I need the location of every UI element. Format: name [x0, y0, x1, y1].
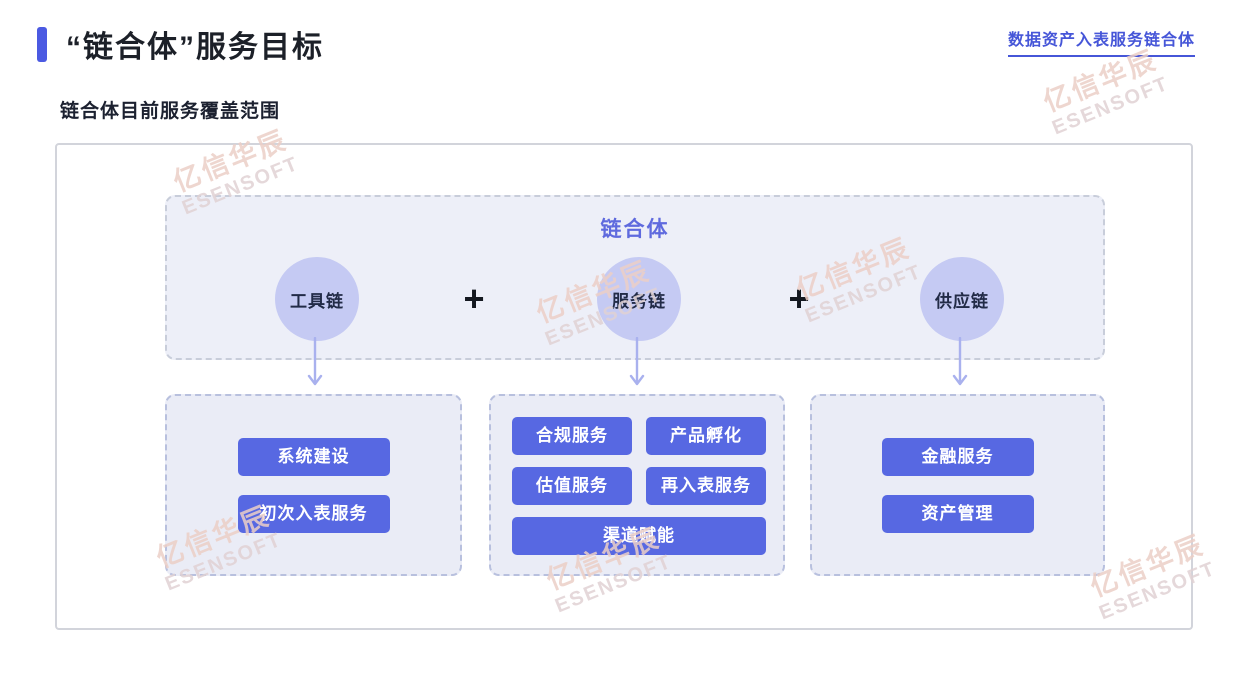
chain-circle-services-label: 服务链 [612, 291, 666, 311]
chain-group-title: 链合体 [600, 218, 670, 241]
arrow-down-icon [952, 337, 968, 386]
arrow-down-icon [629, 337, 645, 386]
service-chip: 渠道赋能 [512, 517, 766, 555]
arrow-down-icon [307, 337, 323, 386]
chain-circle-services: 服务链 [597, 257, 681, 341]
supply-chain-services-box: 金融服务 资产管理 [810, 394, 1105, 576]
section-subtitle: 链合体目前服务覆盖范围 [60, 101, 281, 122]
service-chip: 系统建设 [237, 437, 390, 476]
service-chip: 初次入表服务 [237, 494, 390, 533]
header-link[interactable]: 数据资产入表服务链合体 [1007, 26, 1195, 57]
page-title: “链合体”服务目标 [66, 31, 324, 64]
plus-sign: + [788, 278, 810, 319]
chain-circle-supply: 供应链 [920, 257, 1004, 341]
chain-group-box: 链合体 工具链 + 服务链 + 供应链 [165, 195, 1105, 360]
chain-circle-tools: 工具链 [275, 257, 359, 341]
chain-circle-supply-label: 供应链 [935, 291, 989, 311]
chain-circle-tools-label: 工具链 [290, 291, 344, 311]
plus-sign: + [463, 278, 485, 319]
service-chip: 估值服务 [512, 467, 632, 505]
service-chain-services-box: 合规服务 产品孵化 估值服务 再入表服务 渠道赋能 [489, 394, 785, 576]
tools-chain-services-box: 系统建设 初次入表服务 [165, 394, 462, 576]
diagram-container: 链合体 工具链 + 服务链 + 供应链 系统建设 初次入表服务 [55, 143, 1193, 630]
service-chip: 产品孵化 [646, 417, 766, 455]
title-accent-bar [37, 27, 47, 62]
service-chip: 资产管理 [881, 494, 1034, 533]
service-chip: 金融服务 [881, 437, 1034, 476]
service-chip: 合规服务 [512, 417, 632, 455]
service-chip: 再入表服务 [646, 467, 766, 505]
watermark: 亿信华辰 ESENSOFT [1039, 44, 1173, 140]
